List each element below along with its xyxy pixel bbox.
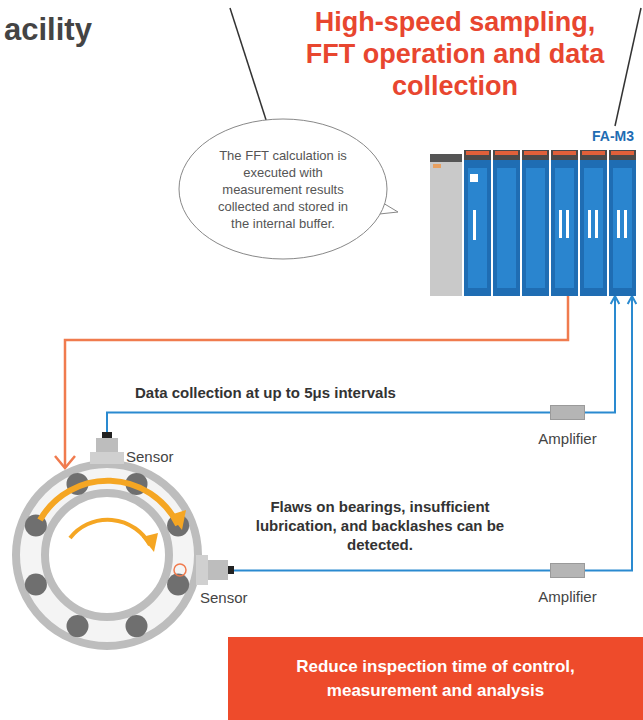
- signal-line: [234, 570, 550, 571]
- sensor-label: Sensor: [126, 448, 174, 465]
- amplifier: Amplifier: [550, 563, 585, 578]
- plc-modules: [430, 150, 636, 296]
- edge-label: Data collection at up to 5μs intervals: [135, 384, 396, 401]
- sensor: Sensor: [196, 555, 234, 585]
- section-heading: High-speed sampling, FFT operation and d…: [305, 6, 605, 102]
- result-banner: Reduce inspection time of control, measu…: [228, 637, 643, 720]
- page-title: acility: [4, 12, 92, 48]
- control-arrowhead: [55, 456, 75, 468]
- bearing: [16, 464, 198, 646]
- edge-label: Flaws on bearings, insufficient lubricat…: [250, 497, 510, 554]
- sensor: Sensor: [96, 432, 118, 464]
- bubble-text: The FFT calculation is executed with mea…: [209, 147, 357, 232]
- amplifier-label: Amplifier: [538, 588, 596, 605]
- speech-bubble: The FFT calculation is executed with mea…: [178, 118, 388, 260]
- sensor-body: [90, 432, 124, 464]
- plc-unit: FA-M3: [430, 150, 636, 296]
- banner-text: Reduce inspection time of control, measu…: [266, 655, 606, 703]
- heading-slash: [615, 8, 641, 126]
- signal-line: [107, 413, 550, 433]
- sensor-body: [196, 555, 234, 585]
- sensor-label: Sensor: [200, 589, 248, 606]
- control-line: [65, 296, 568, 466]
- plc-name: FA-M3: [592, 128, 634, 144]
- amplifier: Amplifier: [550, 405, 585, 420]
- heading-slash: [230, 8, 268, 126]
- signal-line: [585, 296, 619, 413]
- amplifier-label: Amplifier: [538, 430, 596, 447]
